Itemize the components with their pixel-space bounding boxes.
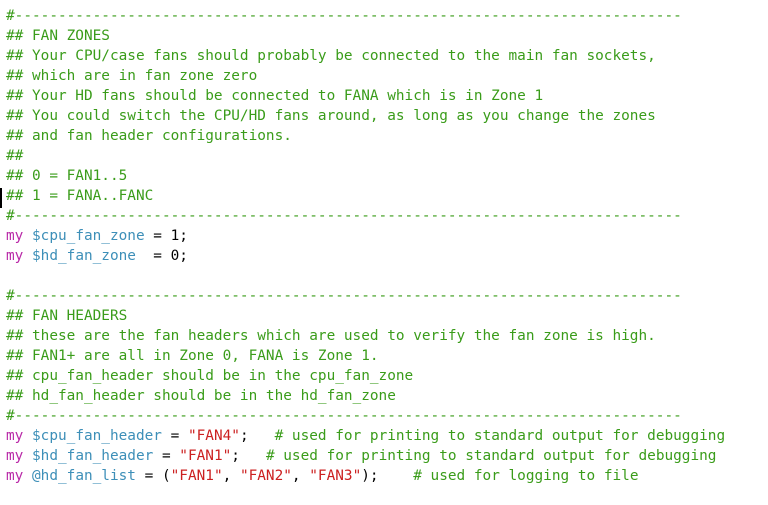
code-token-comment: ## FAN1+ are all in Zone 0, FANA is Zone… xyxy=(6,348,379,364)
code-line[interactable]: ## cpu_fan_header should be in the cpu_f… xyxy=(0,366,768,386)
code-token-comment: ## these are the fan headers which are u… xyxy=(6,328,656,344)
code-token-string: "FAN4" xyxy=(187,428,240,444)
code-editor[interactable]: #---------------------------------------… xyxy=(0,6,768,505)
code-line[interactable]: ## xyxy=(0,146,768,166)
code-token-variable: $cpu_fan_header xyxy=(32,428,162,444)
code-token-plain: , xyxy=(222,468,240,484)
code-token-keyword: my xyxy=(6,228,24,244)
code-token-plain: = xyxy=(153,448,180,464)
code-line[interactable]: my $hd_fan_zone = 0; xyxy=(0,246,768,266)
code-token-comment: # used for printing to standard output f… xyxy=(274,428,726,444)
code-token-comment: #---------------------------------------… xyxy=(6,288,682,304)
code-token-variable: $cpu_fan_zone xyxy=(32,228,145,244)
code-token-variable: $hd_fan_header xyxy=(32,448,154,464)
code-token-keyword: my xyxy=(6,248,24,264)
code-line[interactable]: my @hd_fan_list = ("FAN1", "FAN2", "FAN3… xyxy=(0,466,768,486)
code-token-plain xyxy=(23,228,32,244)
code-token-comment: ## and fan header configurations. xyxy=(6,128,292,144)
code-line[interactable]: my $cpu_fan_zone = 1; xyxy=(0,226,768,246)
code-token-plain: = xyxy=(161,428,188,444)
code-line[interactable]: ## Your CPU/case fans should probably be… xyxy=(0,46,768,66)
code-line[interactable]: ## hd_fan_header should be in the hd_fan… xyxy=(0,386,768,406)
code-token-variable: @hd_fan_list xyxy=(32,468,136,484)
code-line[interactable]: ## You could switch the CPU/HD fans arou… xyxy=(0,106,768,126)
code-line[interactable]: #---------------------------------------… xyxy=(0,206,768,226)
code-token-comment: #---------------------------------------… xyxy=(6,408,682,424)
code-token-string: "FAN2" xyxy=(239,468,292,484)
code-token-plain: = ( xyxy=(135,468,171,484)
code-token-comment: ## xyxy=(6,148,24,164)
code-token-comment: #---------------------------------------… xyxy=(6,208,682,224)
code-line[interactable]: ## 0 = FAN1..5 xyxy=(0,166,768,186)
code-token-keyword: my xyxy=(6,468,24,484)
code-line[interactable]: ## these are the fan headers which are u… xyxy=(0,326,768,346)
code-token-plain xyxy=(23,448,32,464)
code-token-comment: ## You could switch the CPU/HD fans arou… xyxy=(6,108,656,124)
code-token-plain: = 1; xyxy=(144,228,188,244)
code-token-plain: , xyxy=(291,468,310,484)
code-token-string: "FAN1" xyxy=(179,448,232,464)
code-token-string: "FAN3" xyxy=(309,468,362,484)
code-token-keyword: my xyxy=(6,448,24,464)
code-line[interactable]: ## which are in fan zone zero xyxy=(0,66,768,86)
code-token-comment: ## Your CPU/case fans should probably be… xyxy=(6,48,656,64)
code-token-comment: ## hd_fan_header should be in the hd_fan… xyxy=(6,388,396,404)
code-line[interactable]: ## FAN1+ are all in Zone 0, FANA is Zone… xyxy=(0,346,768,366)
code-token-plain xyxy=(23,468,32,484)
code-token-comment: ## cpu_fan_header should be in the cpu_f… xyxy=(6,368,414,384)
code-token-comment: ## which are in fan zone zero xyxy=(6,68,258,84)
code-token-plain: = 0; xyxy=(135,248,188,264)
code-token-keyword: my xyxy=(6,428,24,444)
code-line[interactable]: #---------------------------------------… xyxy=(0,286,768,306)
code-token-comment: #---------------------------------------… xyxy=(6,8,682,24)
code-token-comment: ## FAN HEADERS xyxy=(6,308,128,324)
code-token-comment: ## 0 = FAN1..5 xyxy=(6,168,128,184)
code-line[interactable]: ## 1 = FANA..FANC xyxy=(0,186,768,206)
code-token-plain xyxy=(23,428,32,444)
code-line[interactable]: my $cpu_fan_header = "FAN4"; # used for … xyxy=(0,426,768,446)
code-token-plain xyxy=(23,248,32,264)
code-token-plain: ); xyxy=(361,468,414,484)
text-cursor xyxy=(0,188,2,208)
code-line[interactable]: #---------------------------------------… xyxy=(0,406,768,426)
code-line[interactable]: ## Your HD fans should be connected to F… xyxy=(0,86,768,106)
code-token-variable: $hd_fan_zone xyxy=(32,248,136,264)
code-line[interactable]: ## FAN ZONES xyxy=(0,26,768,46)
code-token-plain: ; xyxy=(239,428,275,444)
code-token-comment: ## 1 = FANA..FANC xyxy=(6,188,154,204)
code-line[interactable]: #---------------------------------------… xyxy=(0,6,768,26)
code-line[interactable]: my $hd_fan_header = "FAN1"; # used for p… xyxy=(0,446,768,466)
code-token-plain: ; xyxy=(231,448,266,464)
code-line[interactable]: ## FAN HEADERS xyxy=(0,306,768,326)
code-token-comment: ## Your HD fans should be connected to F… xyxy=(6,88,544,104)
code-token-comment: # used for printing to standard output f… xyxy=(265,448,717,464)
code-line[interactable]: ## and fan header configurations. xyxy=(0,126,768,146)
code-token-string: "FAN1" xyxy=(170,468,223,484)
code-line[interactable] xyxy=(0,266,768,286)
code-token-comment: ## FAN ZONES xyxy=(6,28,110,44)
code-token-comment: # used for logging to file xyxy=(413,468,639,484)
